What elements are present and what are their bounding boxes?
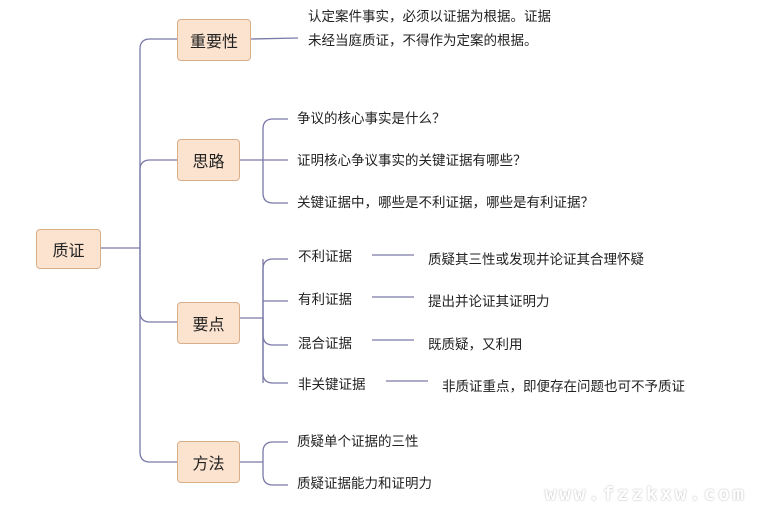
evidence-desc-nonkey: 非质证重点，即便存在问题也可不予质证 (442, 379, 685, 395)
method-node: 方法 (177, 441, 240, 483)
evidence-name-unfavorable: 不利证据 (298, 249, 352, 265)
importance-node: 重要性 (177, 19, 251, 61)
evidence-name-nonkey: 非关键证据 (298, 377, 366, 393)
approach-item-1: 争议的核心事实是什么？ (297, 111, 446, 127)
evidence-desc-unfavorable: 质疑其三性或发现并论证其合理怀疑 (428, 252, 644, 268)
site-watermark: www.fzzkxw.com (544, 483, 747, 505)
approach-item-3: 关键证据中，哪些是不利证据，哪些是有利证据？ (297, 195, 594, 211)
key-points-node: 要点 (177, 302, 240, 344)
approach-node: 思路 (177, 139, 240, 181)
importance-text: 认定案件事实，必须以证据为根据。证据未经当庭质证，不得作为定案的根据。 (308, 9, 551, 49)
root-node: 质证 (36, 229, 101, 269)
importance-label: 重要性 (189, 32, 238, 51)
method-item-2: 质疑证据能力和证明力 (297, 476, 432, 492)
method-item-1: 质疑单个证据的三性 (297, 434, 419, 450)
evidence-desc-mixed: 既质疑，又利用 (428, 337, 523, 353)
evidence-name-favorable: 有利证据 (298, 292, 352, 308)
method-label: 方法 (192, 454, 225, 473)
key-points-label: 要点 (192, 315, 225, 334)
root-label: 质证 (52, 241, 85, 260)
evidence-desc-favorable: 提出并论证其证明力 (428, 294, 550, 310)
approach-item-2: 证明核心争议事实的关键证据有哪些？ (297, 153, 527, 169)
evidence-name-mixed: 混合证据 (298, 336, 352, 352)
approach-label: 思路 (192, 152, 225, 171)
